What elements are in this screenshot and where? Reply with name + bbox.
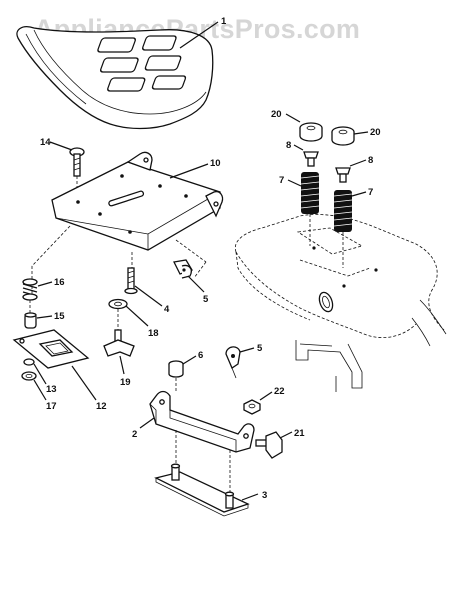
callout-spacer-20-left: 20 [271, 109, 282, 120]
leader-clip-5-upper [187, 275, 205, 293]
mounting-plate-3-part [154, 463, 250, 517]
callout-spring-7-left: 7 [279, 175, 284, 186]
nut-8-right-part [335, 167, 351, 183]
leader-bolt-4 [134, 285, 163, 307]
spring-7-left-part [300, 172, 320, 214]
leader-seat-pan [169, 163, 209, 179]
adjuster-plate-12-part [12, 329, 90, 369]
nut-22-part [243, 399, 261, 415]
callout-bolt-21: 21 [294, 428, 305, 439]
spring-7-right-part [333, 190, 353, 232]
leader-nut-22 [259, 391, 273, 401]
callout-seat: 1 [221, 16, 227, 27]
callout-bushing-15: 15 [54, 311, 65, 322]
nut-13-part [21, 358, 37, 381]
callout-bolt-14: 14 [40, 137, 51, 148]
leader-spring-7-left [287, 179, 302, 187]
leader-washer-17 [33, 379, 47, 401]
clip-5-upper-part [173, 259, 193, 279]
callout-plate-3: 3 [262, 490, 267, 501]
leader-spacer-20-left [285, 113, 301, 123]
leader-nut-6 [182, 355, 197, 365]
callout-nut-6: 6 [198, 350, 203, 361]
leader-bushing-15 [36, 315, 53, 319]
clip-5-lower-part [225, 346, 241, 379]
spring-16-part [22, 278, 38, 301]
callout-clip-5-upper: 5 [203, 294, 209, 305]
callout-bracket-2: 2 [132, 429, 137, 440]
callout-spacer-20-right: 20 [370, 127, 381, 138]
leader-bracket-2 [139, 417, 155, 429]
leader-nut-8-right [349, 159, 367, 167]
callout-nut-13: 13 [46, 384, 57, 395]
leader-clip-5-lower [239, 347, 255, 353]
leader-nut-8-left [293, 144, 304, 151]
knob-19-part [103, 329, 135, 357]
callout-bolt-4: 4 [164, 304, 170, 315]
leader-nut-13 [33, 363, 47, 385]
callout-knob-19: 19 [120, 377, 131, 388]
spacer-20-right-part [331, 126, 355, 146]
leader-plate-3 [241, 493, 259, 501]
spacer-20-left-part [299, 122, 323, 142]
fender-frame-part [234, 214, 447, 392]
callout-spring-7-right: 7 [368, 187, 373, 198]
leader-washer-18 [125, 305, 149, 327]
leader-spring-16 [37, 281, 53, 287]
leader-plate-12 [71, 365, 97, 401]
nut-8-left-part [303, 151, 319, 167]
callout-washer-18: 18 [148, 328, 159, 339]
bolt-21-part [255, 431, 283, 459]
callout-nut-8-left: 8 [286, 140, 291, 151]
callout-spring-16: 16 [54, 277, 65, 288]
callout-nut-22: 22 [274, 386, 285, 397]
callout-nut-8-right: 8 [368, 155, 373, 166]
bolt-4-part [124, 267, 138, 295]
leader-bolt-21 [279, 431, 293, 439]
callout-seat-pan: 10 [210, 158, 221, 169]
leader-seat [179, 21, 219, 49]
seat-part [16, 26, 214, 130]
callout-washer-17: 17 [46, 401, 57, 412]
leader-knob-19 [119, 355, 125, 375]
leader-spring-7-right [351, 191, 367, 197]
bushing-15-part [24, 312, 37, 329]
callout-plate-12: 12 [96, 401, 107, 412]
washer-18-part [108, 298, 128, 310]
nut-6-part [168, 360, 184, 378]
leader-spacer-20-right [353, 131, 369, 135]
seat-pan-part [51, 151, 224, 251]
carriage-bolt-part [69, 147, 85, 177]
leader-bolt-14 [49, 141, 73, 151]
callout-clip-5-lower: 5 [257, 343, 263, 354]
bracket-2-part [149, 390, 255, 453]
